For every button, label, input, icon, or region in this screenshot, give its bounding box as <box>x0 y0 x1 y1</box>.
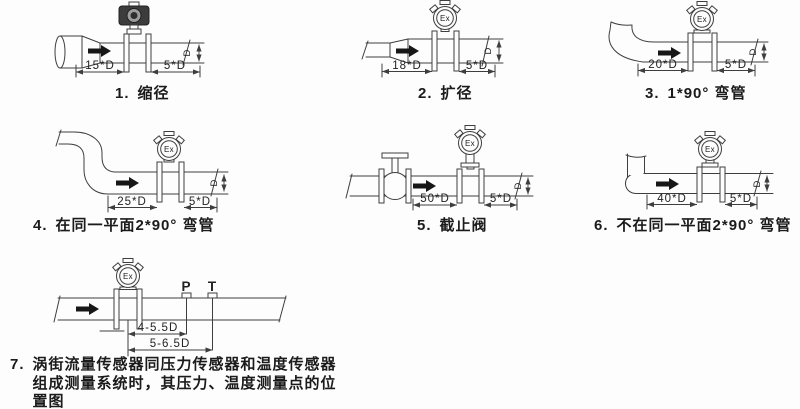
temperature-point-label: T <box>208 279 217 294</box>
pipe-diameter-label: D <box>752 180 763 187</box>
flow-arrow-icon <box>396 45 419 57</box>
caption-title: 不在同一平面2*90° 弯管 <box>616 217 792 234</box>
caption-6: 6. 不在同一平面2*90° 弯管 <box>594 217 792 235</box>
dimensions: 40*D 5*D D <box>646 175 770 210</box>
pipe-drawing <box>55 129 229 197</box>
upstream-dimension-label: 25*D <box>117 196 147 208</box>
pipe-drawing <box>625 153 774 197</box>
upstream-dimension-label: 40*D <box>657 193 687 205</box>
vortex-sensor-icon <box>429 0 461 72</box>
caption-number: 4. <box>33 217 48 234</box>
downstream-dimension-label: 5*D <box>490 193 512 205</box>
caption-title: 在同一平面2*90° 弯管 <box>55 217 215 234</box>
caption-4: 4. 在同一平面2*90° 弯管 <box>33 217 215 235</box>
vortex-sensor-icon <box>694 131 726 203</box>
upstream-dimension-label: 15*D <box>85 60 115 72</box>
downstream-dimension-label: 5*D <box>164 60 186 72</box>
dimensions: 20*D 5*D D <box>637 43 767 77</box>
flow-arrow-icon <box>413 180 436 192</box>
vortex-sensor-icon <box>454 125 486 204</box>
pipe-drawing <box>608 21 769 66</box>
caption-1: 1. 缩径 <box>115 85 170 103</box>
pipe-diameter-label: D <box>182 49 193 56</box>
caption-3: 3. 1*90° 弯管 <box>645 85 747 103</box>
flow-arrow-icon <box>76 303 99 315</box>
diagram-7-pt-measurement-points: P T 4-5.5D 5-6.5D <box>53 258 287 357</box>
diagram-4-double-bend-same-plane: 25*D 5*D D <box>55 129 229 213</box>
vortex-sensor-icon <box>153 131 185 203</box>
diagram-2-expander: 18*D 5*D D <box>361 0 504 78</box>
dimensions: 25*D 5*D D <box>107 174 227 213</box>
pipe-drawing <box>53 295 287 323</box>
diagram-3-single-bend: 20*D 5*D D <box>608 1 769 77</box>
pressure-point-label: P <box>181 279 190 294</box>
temperature-distance-label: 5-6.5D <box>150 338 191 350</box>
flow-arrow-icon <box>88 45 111 57</box>
caption-number: 3. <box>645 85 660 102</box>
pressure-tap: P <box>181 279 192 335</box>
caption-title-line-1: 涡街流量传感器同压力传感器和温度传感器 <box>32 356 337 373</box>
diagram-5-stop-valve: 50*D 5*D D <box>345 125 534 211</box>
caption-number: 7. <box>10 356 25 373</box>
caption-title: 截止阀 <box>439 217 488 234</box>
caption-number: 2. <box>418 85 433 102</box>
flow-arrow-icon <box>116 177 139 189</box>
caption-title-line-3: 置图 <box>32 393 65 409</box>
caption-title-line-2: 组成测量系统时，其压力、温度测量点的位 <box>32 374 337 392</box>
flow-arrow-icon <box>658 47 681 59</box>
downstream-dimension-label: 5*D <box>189 196 211 208</box>
upstream-dimension-label: 20*D <box>648 59 678 71</box>
vortex-sensor-icon <box>686 1 718 72</box>
vortex-sensor-icon <box>112 258 144 330</box>
pressure-distance-label: 4-5.5D <box>138 322 179 334</box>
caption-title: 扩径 <box>440 85 473 102</box>
caption-number: 5. <box>417 217 432 234</box>
dimensions: 50*D 5*D D <box>412 177 531 211</box>
temperature-tap: T <box>207 279 218 351</box>
caption-5: 5. 截止阀 <box>417 217 488 235</box>
caption-2: 2. 扩径 <box>418 85 473 103</box>
downstream-dimension-label: 5*D <box>730 193 752 205</box>
pipe-drawing <box>54 35 205 69</box>
caption-title: 涡街流量传感器同压力传感器和温度传感器 组成测量系统时，其压力、温度测量点的位 … <box>33 356 337 409</box>
diagram-6-double-bend-different-plane: 40*D 5*D D <box>625 131 774 210</box>
caption-number: 6. <box>594 217 609 234</box>
caption-number: 1. <box>115 85 130 102</box>
caption-7: 7. 涡街流量传感器同压力传感器和温度传感器 组成测量系统时，其压力、温度测量点… <box>10 356 337 409</box>
caption-title: 1*90° 弯管 <box>667 85 747 102</box>
pipe-diameter-label: D <box>513 182 524 189</box>
pipe-diameter-label: D <box>483 47 494 54</box>
stop-valve-icon <box>378 152 412 204</box>
dimensions: 4-5.5D 5-6.5D <box>99 319 213 357</box>
caption-title: 缩径 <box>137 85 170 102</box>
upstream-dimension-label: 50*D <box>420 193 450 205</box>
downstream-dimension-label: 5*D <box>725 59 747 71</box>
diagram-1-reducer: 15*D 5*D D <box>54 1 205 78</box>
dimensions: 15*D 5*D D <box>75 44 202 78</box>
upstream-dimension-label: 18*D <box>392 60 422 72</box>
flow-arrow-icon <box>656 178 679 190</box>
pipe-diameter-label: D <box>748 48 759 55</box>
vortex-sensor-icon <box>118 1 152 73</box>
dimensions: 18*D 5*D D <box>381 40 502 78</box>
downstream-dimension-label: 5*D <box>466 60 488 72</box>
pipe-diameter-label: D <box>209 179 220 186</box>
